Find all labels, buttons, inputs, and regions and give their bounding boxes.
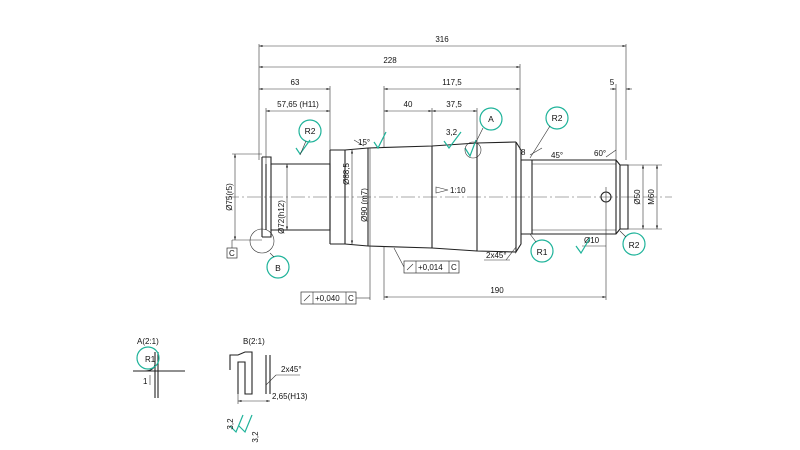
annotations: 1:10 15° 45° 60° 2x45° 3,2 C +0,014 C: [226, 128, 617, 305]
detail-b-rough-2: 3,2: [251, 431, 260, 443]
taper-ratio: 1:10: [450, 186, 466, 195]
callout-r2-bottom: [622, 232, 646, 256]
dim-m60: M60: [647, 189, 656, 205]
detail-a-r1: R1: [145, 355, 156, 364]
dim-40: 40: [404, 100, 413, 109]
detail-b-chamfer: 2x45°: [281, 365, 302, 374]
chamfer-2x45: 2x45°: [486, 251, 507, 260]
callout-b: [266, 255, 290, 279]
dim-8: 8: [521, 148, 526, 157]
dim-d90: Ø90 (m7): [360, 188, 369, 222]
dim-d885: Ø88,5: [342, 163, 351, 185]
callout-r2-right: [545, 106, 569, 130]
detail-b-rough-1: 3,2: [226, 418, 235, 430]
tol-frame-2-value: +0,040: [315, 294, 340, 303]
svg-text:R2: R2: [305, 126, 316, 136]
dim-1175: 117,5: [442, 78, 462, 87]
callouts: R2 A R2 B R1 R2: [249, 106, 646, 279]
svg-text:R2: R2: [629, 240, 640, 250]
dim-overall: 316: [435, 35, 449, 44]
detail-a-title: A(2:1): [137, 337, 159, 346]
surface-check-1: [295, 139, 311, 156]
diameter-dimensions: Ø75(r5) Ø72(h12) Ø88,5 Ø90 (m7) Ø50 M60 …: [225, 148, 662, 300]
dim-d72: Ø72(h12): [277, 200, 286, 234]
svg-text:B: B: [275, 263, 281, 273]
dim-5: 5: [610, 78, 615, 87]
dim-228: 228: [383, 56, 397, 65]
svg-text:A: A: [488, 114, 494, 124]
angle-45: 45°: [551, 151, 563, 160]
angle-60: 60°: [594, 149, 606, 158]
dim-d10: Ø10: [584, 236, 600, 245]
detail-b-groove: 2,65(H13): [272, 392, 308, 401]
svg-text:R2: R2: [552, 113, 563, 123]
top-dimensions: 316 228 63 117,5 57,65 (H11) 40 37,5 5 8: [258, 35, 632, 164]
tol-frame-1-value: +0,014: [418, 263, 443, 272]
datum-c: C: [229, 249, 235, 258]
detail-a: A(2:1) R1 1: [133, 337, 185, 398]
shaft-outline: [261, 141, 629, 254]
dim-d75: Ø75(r5): [225, 183, 234, 211]
callout-r2-left: [298, 119, 322, 143]
dim-5765: 57,65 (H11): [277, 100, 319, 109]
surface-check-5: [575, 237, 591, 255]
dim-190: 190: [490, 286, 504, 295]
tol-frame-2-ref: C: [348, 294, 354, 303]
svg-text:R1: R1: [537, 247, 548, 257]
dim-375: 37,5: [446, 100, 462, 109]
surface-check-2: [373, 131, 387, 150]
surface-check-4: [464, 139, 477, 158]
tol-frame-1-ref: C: [451, 263, 457, 272]
detail-b-title: B(2:1): [243, 337, 265, 346]
dim-d50: Ø50: [633, 189, 642, 205]
detail-a-1: 1: [143, 377, 148, 386]
callout-r1: [530, 239, 554, 263]
roughness-value: 3,2: [446, 128, 458, 137]
angle-15: 15°: [358, 138, 370, 147]
dim-63: 63: [291, 78, 300, 87]
surface-check-3: [443, 131, 462, 150]
callout-a: [479, 107, 503, 131]
bottom-dimension: 190: [383, 246, 607, 300]
detail-b: B(2:1) 2x45° 2,65(H13) 3,2 3,2: [226, 337, 308, 443]
